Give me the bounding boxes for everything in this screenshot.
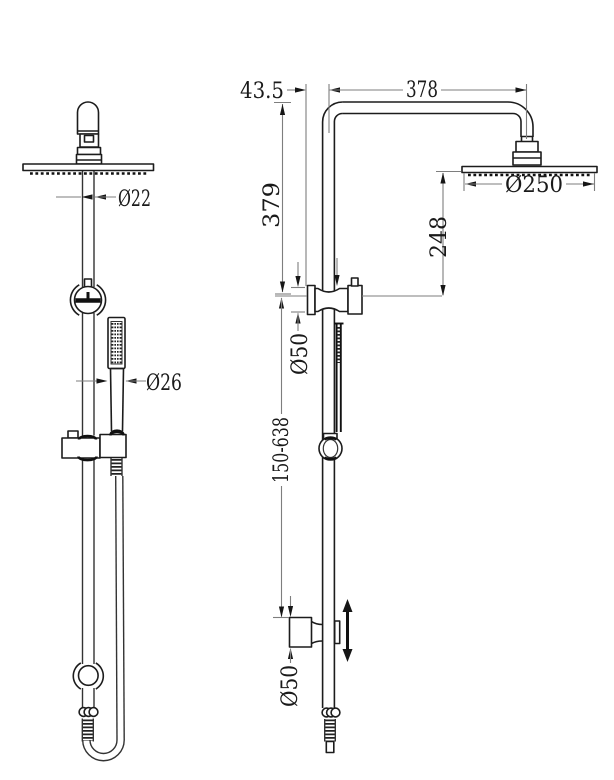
dim-label-handshower-diameter: Ø26 bbox=[146, 371, 182, 396]
hand-shower-side bbox=[334, 322, 344, 432]
top-bracket bbox=[306, 277, 363, 316]
slide-rail bbox=[81, 170, 95, 708]
dim-label-riser-height: 379 bbox=[260, 182, 285, 228]
diverter-valve bbox=[69, 278, 107, 316]
side-view: 43.5 378 379 bbox=[240, 78, 598, 754]
dim-label-wall-offset: 43.5 bbox=[240, 79, 284, 104]
adjustable-height-arrow bbox=[342, 599, 353, 662]
dim-arm-reach: 378 bbox=[328, 78, 528, 139]
dim-bottom-bracket-diameter: Ø50 bbox=[278, 596, 303, 707]
hose-coupling bbox=[78, 706, 99, 742]
dim-label-bottom-bracket-diameter: Ø50 bbox=[278, 665, 303, 707]
dim-label-head-drop: 248 bbox=[427, 216, 452, 258]
dim-riser-height: 379 bbox=[260, 101, 307, 297]
head-connector-nut bbox=[512, 135, 542, 166]
dim-label-rail-diameter: Ø22 bbox=[118, 187, 151, 212]
dim-handshower-diameter: Ø26 bbox=[76, 371, 182, 396]
hose-retaining-ring bbox=[72, 662, 105, 690]
front-view: Ø22 Ø26 bbox=[22, 101, 182, 762]
bottom-bracket bbox=[288, 616, 341, 648]
dim-label-top-bracket-diameter: Ø50 bbox=[288, 333, 313, 375]
dim-adjustable-range: 150-638 bbox=[269, 297, 293, 619]
dim-head-drop: 248 bbox=[362, 170, 461, 297]
overhead-shower-head bbox=[22, 163, 155, 175]
dim-head-diameter: Ø250 bbox=[463, 173, 596, 198]
shower-hose bbox=[82, 458, 125, 762]
hand-shower bbox=[107, 316, 126, 435]
bottom-hose-connector bbox=[321, 707, 341, 754]
slider-ball-holder bbox=[318, 432, 343, 461]
overhead-shower-head-side bbox=[461, 165, 598, 177]
dim-label-head-diameter: Ø250 bbox=[505, 173, 563, 198]
wall-arm bbox=[75, 101, 103, 165]
dim-label-adjustable-range: 150-638 bbox=[269, 417, 293, 483]
rail-bracket-holder bbox=[61, 430, 127, 462]
dim-top-bracket-diameter: Ø50 bbox=[288, 258, 340, 375]
dim-rail-diameter: Ø22 bbox=[56, 187, 151, 212]
dim-label-arm-reach: 378 bbox=[406, 78, 438, 103]
dim-wall-offset: 43.5 bbox=[240, 79, 307, 286]
riser-pipe bbox=[321, 101, 534, 708]
